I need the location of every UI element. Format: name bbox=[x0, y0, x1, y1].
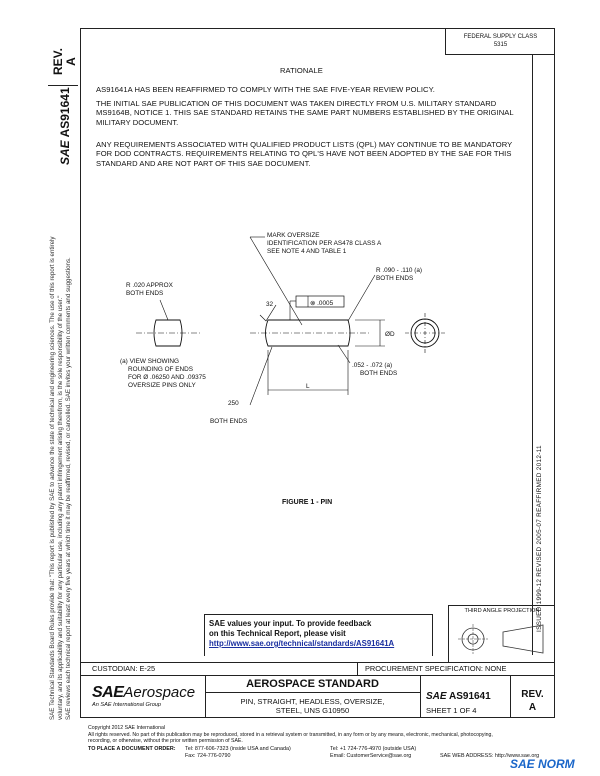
doc-sae-mark: SAE bbox=[426, 691, 447, 702]
doc-number-block: SAE AS91641 bbox=[426, 691, 491, 702]
left-rev-block: REV. A bbox=[51, 48, 78, 75]
view-note-3: FOR Ø .06250 AND .09375 bbox=[128, 374, 206, 381]
view-note-2: ROUNDING OF ENDS bbox=[128, 366, 193, 373]
diameter-label: ØD bbox=[385, 331, 395, 338]
r090-1: R .090 - .110 (a) bbox=[376, 267, 422, 274]
standard-title: AEROSPACE STANDARD bbox=[246, 678, 379, 690]
left-sae-mark: SAE bbox=[58, 140, 72, 165]
revision-dates: ISSUED 1999-12 REVISED 2005-07 REAFFIRME… bbox=[536, 445, 543, 632]
email: Email: CustomerService@sae.org bbox=[330, 753, 412, 759]
mark-oversize-2: IDENTIFICATION PER AS478 CLASS A bbox=[267, 240, 382, 247]
feedback-line-1: SAE values your input. To provide feedba… bbox=[209, 619, 372, 628]
length-label: L bbox=[306, 383, 310, 390]
rev-value: A bbox=[528, 702, 537, 713]
chamfer-2: BOTH ENDS bbox=[360, 370, 397, 377]
tel-outside: Tel: +1 724-776-4970 (outside USA) bbox=[330, 746, 417, 752]
feedback-link[interactable]: http://www.sae.org/technical/standards/A… bbox=[209, 639, 395, 648]
order-info: TO PLACE A DOCUMENT ORDER: bbox=[88, 746, 176, 753]
r020-2: BOTH ENDS bbox=[126, 290, 163, 297]
rationale-text: AS91641A HAS BEEN REAFFIRMED TO COMPLY W… bbox=[96, 85, 435, 94]
r020-1: R .020 APPROX bbox=[126, 282, 174, 289]
angle-1: 250 bbox=[228, 400, 239, 407]
watermark: SAE NORM bbox=[510, 757, 575, 771]
r090-2: BOTH ENDS bbox=[376, 275, 413, 282]
sae-aerospace-logo: SAEAerospace An SAE International Group bbox=[92, 684, 195, 709]
paragraph-1: THE INITIAL SAE PUBLICATION OF THIS DOCU… bbox=[96, 99, 514, 127]
third-angle-box: THIRD ANGLE PROJECTION bbox=[448, 605, 555, 662]
view-note-1: (a) VIEW SHOWING bbox=[120, 358, 179, 365]
order-label: TO PLACE A DOCUMENT ORDER: bbox=[88, 746, 176, 752]
pin-drawing: MARK OVERSIZE IDENTIFICATION PER AS478 C… bbox=[120, 232, 445, 425]
doc-number: AS91641 bbox=[448, 691, 491, 702]
side-note: SAE Technical Standards Board Rules prov… bbox=[49, 120, 73, 721]
chamfer-1: .052 - .072 (a) bbox=[352, 362, 392, 369]
left-rev-value: A bbox=[64, 57, 78, 66]
side-note-line-1: SAE Technical Standards Board Rules prov… bbox=[49, 236, 56, 721]
tolerance-value: ⊗ .0005 bbox=[310, 300, 334, 307]
left-doc-number-text: AS91641 bbox=[58, 87, 72, 138]
logo-aerospace: Aerospace bbox=[123, 684, 196, 701]
feedback-box: SAE values your input. To provide feedba… bbox=[204, 614, 433, 656]
footer-rights: All rights reserved. No part of this pub… bbox=[88, 731, 493, 738]
order-contacts: Tel: 877-606-7323 (inside USA and Canada… bbox=[185, 746, 291, 760]
mark-oversize-1: MARK OVERSIZE bbox=[267, 232, 320, 239]
side-note-line-2: voluntary, and its applicability and sui… bbox=[57, 295, 64, 720]
footer-copyright: Copyright 2012 SAE International bbox=[88, 725, 165, 731]
left-doc-number: SAE AS91641 bbox=[58, 87, 72, 165]
fax: Fax: 724-776-0790 bbox=[185, 753, 231, 759]
view-note-4: OVERSIZE PINS ONLY bbox=[128, 382, 196, 389]
finish-value: 32 bbox=[266, 301, 274, 308]
custodian: CUSTODIAN: E-25 bbox=[92, 664, 156, 673]
watermark-text: SAE NORM bbox=[510, 757, 575, 771]
description-line-1: PIN, STRAIGHT, HEADLESS, OVERSIZE, bbox=[240, 697, 385, 706]
order-contacts-2: Tel: +1 724-776-4970 (outside USA) Email… bbox=[330, 746, 416, 760]
paragraph-2: ANY REQUIREMENTS ASSOCIATED WITH QUALIFI… bbox=[96, 140, 513, 168]
federal-supply-label: FEDERAL SUPPLY CLASS bbox=[463, 34, 538, 40]
figure-caption: FIGURE 1 - PIN bbox=[282, 499, 333, 506]
description-line-2: STEEL, UNS G10950 bbox=[275, 706, 350, 715]
revision-dates-text: ISSUED 1999-12 REVISED 2005-07 REAFFIRME… bbox=[536, 445, 543, 632]
procurement: PROCUREMENT SPECIFICATION: NONE bbox=[365, 664, 507, 673]
sheet-number: SHEET 1 OF 4 bbox=[426, 706, 477, 715]
web-address: SAE WEB ADDRESS: http://www.sae.org bbox=[440, 753, 540, 759]
rev-label: REV. bbox=[521, 689, 544, 700]
angle-2: BOTH ENDS bbox=[210, 418, 247, 425]
mark-oversize-3: SEE NOTE 4 AND TABLE 1 bbox=[267, 248, 347, 255]
rationale-heading: RATIONALE bbox=[280, 66, 323, 75]
third-angle-icon bbox=[458, 624, 544, 654]
footer: Copyright 2012 SAE International All rig… bbox=[88, 725, 558, 745]
logo-sae: SAE bbox=[92, 684, 124, 701]
side-note-line-3: SAE reviews each technical report at lea… bbox=[65, 257, 72, 720]
federal-supply-value: 5315 bbox=[493, 42, 508, 48]
logo-subtitle: An SAE International Group bbox=[92, 702, 162, 708]
tel-usa: Tel: 877-606-7323 (inside USA and Canada… bbox=[185, 746, 291, 752]
page-frame bbox=[80, 28, 555, 718]
part-description: PIN, STRAIGHT, HEADLESS, OVERSIZE, STEEL… bbox=[205, 697, 420, 715]
federal-supply-box: FEDERAL SUPPLY CLASS 5315 bbox=[445, 28, 555, 55]
third-angle-label: THIRD ANGLE PROJECTION bbox=[464, 608, 540, 614]
feedback-line-2: on this Technical Report, please visit bbox=[209, 629, 346, 638]
footer-rights-2: recording, or otherwise, without the pri… bbox=[88, 738, 243, 745]
rev-block: REV. A bbox=[510, 688, 555, 714]
